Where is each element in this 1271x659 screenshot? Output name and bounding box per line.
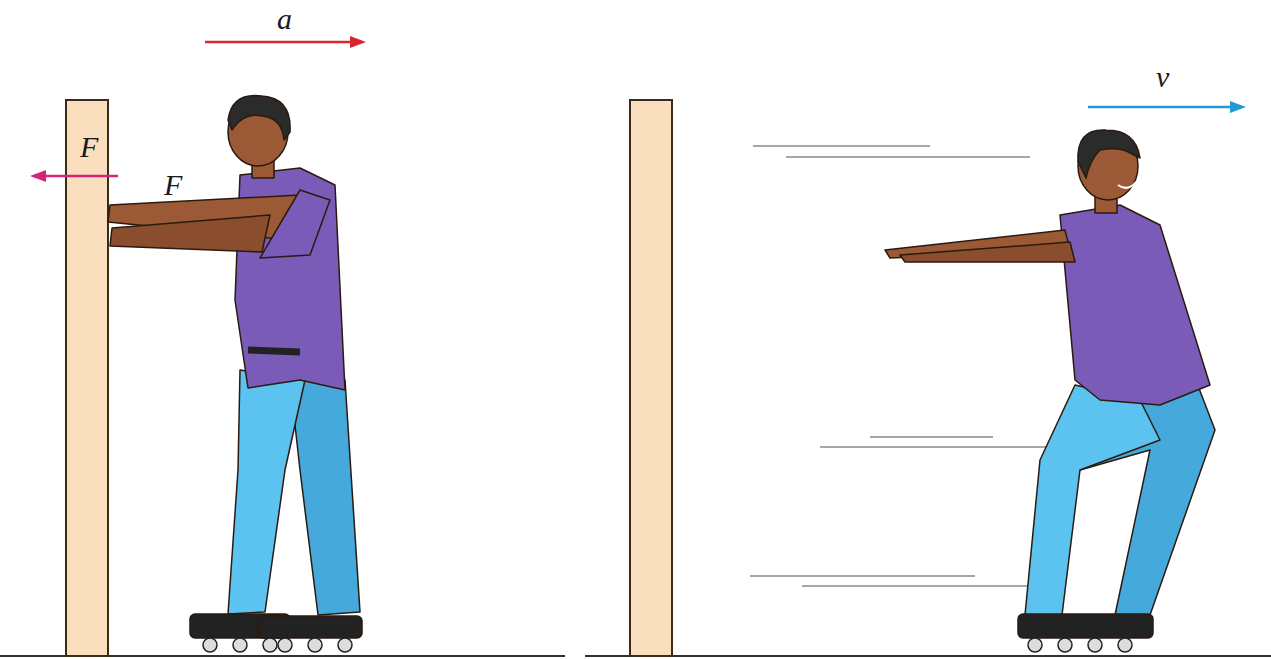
speed-lines <box>753 145 930 146</box>
velocity-arrow <box>1230 101 1246 113</box>
person-gliding <box>1025 385 1160 615</box>
vector-label: v <box>1156 62 1169 92</box>
force-arrow <box>30 170 46 182</box>
acceleration-arrow <box>205 36 366 48</box>
speed-lines <box>820 446 1058 447</box>
velocity-arrow <box>1088 106 1232 109</box>
person-pushing <box>203 638 217 652</box>
vector-label: a <box>277 4 292 34</box>
person-gliding <box>1118 638 1132 652</box>
person-pushing <box>260 190 330 258</box>
person-gliding <box>1028 638 1042 652</box>
person-pushing <box>278 638 292 652</box>
person-pushing <box>228 370 305 614</box>
wall <box>630 100 672 656</box>
person-gliding <box>1028 638 1132 652</box>
speed-lines <box>750 575 975 576</box>
person-pushing <box>248 350 300 352</box>
person-gliding <box>885 130 1215 652</box>
acceleration-arrow <box>350 36 366 48</box>
person-pushing <box>233 638 247 652</box>
person-pushing <box>228 96 290 141</box>
speed-lines <box>750 146 1058 586</box>
ground <box>585 655 1271 657</box>
speed-lines <box>802 585 1040 586</box>
person-pushing <box>258 616 362 638</box>
person-pushing <box>290 380 360 615</box>
force-arrow <box>44 175 118 178</box>
person-pushing <box>108 96 362 653</box>
person-gliding <box>1058 638 1072 652</box>
speed-lines <box>870 436 993 437</box>
wall <box>66 100 672 656</box>
force-arrow <box>30 170 118 182</box>
person-pushing <box>308 638 322 652</box>
person-pushing <box>338 638 352 652</box>
vector-label: F <box>80 132 98 162</box>
person-pushing <box>110 215 270 252</box>
speed-lines <box>786 156 1030 157</box>
velocity-arrow <box>1088 101 1246 113</box>
person-gliding <box>1118 182 1136 188</box>
person-gliding <box>1060 205 1210 405</box>
wall <box>66 100 108 656</box>
person-gliding <box>1078 130 1140 178</box>
person-gliding <box>1088 638 1102 652</box>
vector-label: F <box>164 170 182 200</box>
person-pushing <box>203 638 352 652</box>
person-pushing <box>263 638 277 652</box>
person-gliding <box>900 242 1075 262</box>
acceleration-arrow <box>205 41 352 44</box>
person-gliding <box>1018 614 1153 638</box>
